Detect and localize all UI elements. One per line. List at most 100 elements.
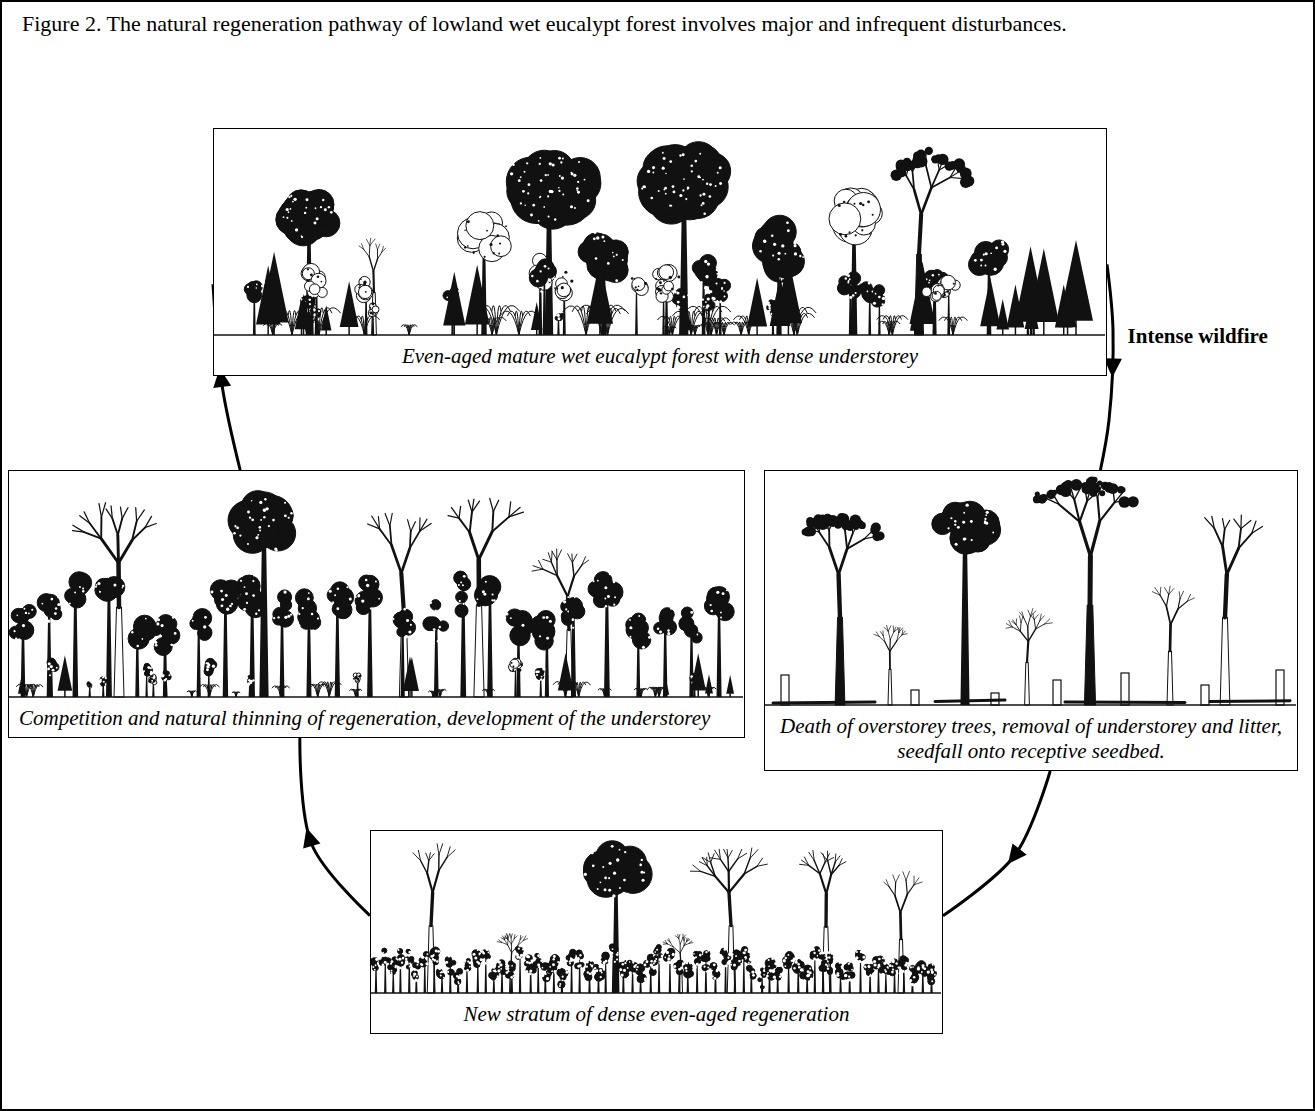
crown-speck — [150, 671, 153, 674]
crown-speck — [562, 193, 564, 195]
crown-speck — [596, 236, 599, 239]
crown-speck — [521, 624, 524, 627]
crown-speck — [543, 674, 545, 676]
crown-speck — [131, 631, 133, 633]
foliage-clump — [802, 529, 809, 536]
tree-crown — [679, 617, 693, 631]
crown-speck — [49, 674, 51, 676]
crown-speck — [523, 171, 525, 173]
crown-speck — [433, 628, 436, 631]
crown-speck — [549, 280, 551, 282]
crown-speck — [98, 582, 101, 585]
crown-speck — [556, 311, 558, 313]
conifer-crown — [405, 657, 419, 691]
crown-speck — [225, 594, 228, 597]
crown-speck — [980, 259, 983, 262]
crown-speck — [318, 310, 320, 312]
crown-speck — [59, 589, 61, 591]
crown-speck — [236, 526, 239, 529]
tree-branch — [111, 506, 112, 519]
crown-speck — [96, 584, 98, 586]
crown-speck — [594, 231, 597, 234]
fern-frond — [489, 317, 492, 335]
crown-speck — [102, 677, 104, 679]
crown-speck — [540, 290, 543, 293]
crown-speck — [15, 638, 18, 641]
crown-speck — [985, 514, 987, 516]
crown-speck — [310, 274, 313, 277]
crown-speck — [536, 674, 538, 676]
crown-speck — [437, 640, 440, 643]
tree-trunk — [47, 609, 52, 697]
fern-frond — [704, 687, 709, 697]
fern-frond — [685, 306, 708, 335]
crown-speck — [622, 259, 624, 261]
tree-branch — [551, 552, 553, 563]
crown-speck — [473, 252, 475, 254]
crown-speck — [867, 291, 869, 293]
tree-crown — [588, 238, 611, 261]
crown-speck — [221, 598, 224, 601]
crown-speck — [538, 220, 540, 222]
crown-speck — [643, 185, 646, 188]
conifer-crown — [443, 272, 465, 326]
crown-speck — [317, 617, 319, 619]
crown-speck — [635, 286, 637, 288]
crown-speck — [298, 624, 301, 627]
fern-frond — [939, 317, 953, 335]
crown-speck — [406, 619, 409, 622]
crown-speck — [802, 256, 804, 258]
crown-speck — [371, 312, 373, 314]
crown-speck — [210, 591, 213, 594]
tree-branch — [914, 190, 921, 215]
fern-frond — [735, 322, 741, 335]
crown-speck — [113, 583, 116, 586]
crown-speck — [286, 208, 289, 211]
fern-frond — [953, 317, 967, 335]
fern-frond — [950, 317, 953, 335]
tree-branch — [373, 259, 377, 271]
crown-speck — [309, 296, 312, 299]
crown-speck — [316, 593, 318, 595]
fern-frond — [579, 682, 591, 697]
fern-frond — [307, 684, 317, 697]
tree-branch — [568, 554, 573, 563]
tree-crown — [430, 600, 441, 611]
crown-speck — [251, 518, 254, 521]
tree-branch — [145, 524, 156, 528]
crown-speck — [540, 196, 542, 198]
crown-speck — [663, 157, 666, 160]
crown-speck — [105, 677, 107, 679]
crown-speck — [530, 213, 533, 216]
crown-speck — [320, 281, 322, 283]
tree-crown — [359, 285, 372, 298]
crown-speck — [290, 614, 292, 616]
crown-speck — [264, 498, 266, 500]
crown-speck — [862, 204, 865, 207]
crown-speck — [259, 529, 261, 531]
crown-speck — [497, 234, 499, 236]
crown-speck — [558, 190, 560, 192]
crown-speck — [724, 296, 726, 298]
crown-speck — [768, 307, 770, 309]
crown-speck — [153, 680, 156, 683]
crown-speck — [674, 617, 677, 620]
fern-frond — [563, 306, 586, 335]
crown-speck — [680, 633, 682, 635]
fern-frond — [634, 688, 641, 697]
crown-speck — [520, 663, 523, 666]
crown-speck — [938, 538, 941, 541]
tree-trunk — [51, 668, 53, 697]
crown-speck — [629, 626, 632, 629]
tree-crown — [69, 572, 89, 592]
tree-branch — [919, 214, 921, 254]
crown-speck — [709, 195, 712, 198]
fern-frond — [669, 326, 676, 335]
fern-frond — [794, 313, 797, 335]
crown-speck — [439, 599, 441, 601]
crown-speck — [246, 602, 248, 604]
tree-branch — [1097, 497, 1099, 521]
foliage-clump — [1090, 482, 1097, 489]
tree-crown — [190, 617, 202, 629]
crown-speck — [162, 675, 165, 678]
